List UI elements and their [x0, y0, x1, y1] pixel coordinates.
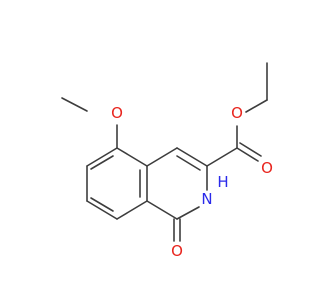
bond-cester-o-b: [239, 142, 262, 157]
atom-labels: O O O N H O: [111, 104, 273, 260]
atom-label-lactam-o: O: [171, 242, 183, 260]
atom-label-methoxy-o: O: [111, 104, 123, 122]
bond-c4a-c5: [116, 147, 148, 167]
bond-c7-c8: [86, 200, 118, 220]
bond-c4-c3-inner: [176, 155, 201, 171]
bond-c5-c6: [86, 147, 118, 167]
bond-c8-c8a: [116, 200, 148, 220]
atom-label-ring-n: N: [201, 190, 212, 208]
atom-label-ester-carbonyl-o: O: [261, 159, 273, 177]
bond-c1-c8a: [146, 200, 178, 220]
atom-label-ester-o: O: [231, 104, 243, 122]
bond-c3-cester: [206, 147, 238, 167]
bond-c7-c8-inner: [90, 197, 114, 212]
bond-c5-c6-inner: [90, 155, 114, 170]
bond-n2-c1: [176, 206, 200, 220]
bond-c4a-c4: [146, 147, 178, 167]
structure-svg: O O O N H O: [61, 62, 273, 260]
molecule-structure-diagram: O O O N H O: [61, 62, 273, 260]
bond-lines: [61, 62, 268, 242]
bond-oester-ch2: [245, 99, 268, 113]
atom-label-ring-h: H: [217, 173, 228, 191]
bond-methyl-o: [61, 97, 88, 112]
bond-c4-c3: [176, 147, 208, 167]
bond-cester-o-a: [236, 147, 259, 162]
